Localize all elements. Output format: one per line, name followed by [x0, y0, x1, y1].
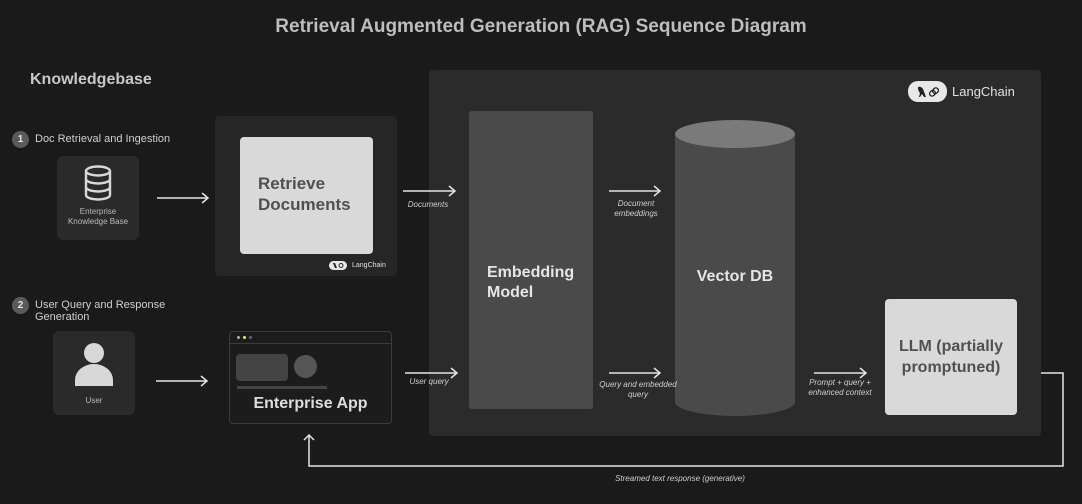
langchain-parrot-link-icon [329, 261, 347, 270]
section-heading: Knowledgebase [30, 71, 152, 88]
vector-db-label: Vector DB [696, 268, 774, 285]
database-icon [84, 165, 112, 201]
knowledge-base-label: Enterprise Knowledge Base [67, 207, 129, 226]
enterprise-app-label: Enterprise App [253, 395, 368, 412]
query-embedded-arrow-label: Query and embedded query [599, 380, 677, 399]
user-label: User [85, 396, 103, 405]
vector-db-node[interactable] [675, 120, 795, 416]
arrow-user-to-app [156, 375, 209, 387]
document-embeddings-arrow-label: Document embeddings [614, 199, 658, 218]
step-label: User Query and Response Generation [35, 299, 166, 323]
arrow-query-embedded [609, 367, 662, 379]
langchain-parrot-link-icon [908, 81, 947, 102]
retrieve-documents-node[interactable]: Retrieve Documents [240, 137, 373, 254]
app-titlebar [230, 332, 391, 344]
documents-arrow-label: Documents [407, 200, 449, 209]
langchain-badge-small: LangChain [329, 261, 386, 270]
diagram-title: Retrieval Augmented Generation (RAG) Seq… [275, 16, 807, 37]
arrow-doc-embeddings [609, 185, 662, 197]
arrow-kb-to-retrieve [157, 192, 210, 204]
arrow-user-query [405, 367, 459, 379]
user-icon [75, 343, 113, 386]
knowledge-base-node[interactable]: Enterprise Knowledge Base [57, 156, 139, 240]
prompt-context-arrow-label: Prompt + query + enhanced context [808, 378, 872, 397]
window-dot [237, 336, 240, 339]
app-line-placeholder [237, 386, 327, 389]
arrow-prompt-context [814, 367, 868, 379]
window-dot [249, 336, 252, 339]
arrow-documents [403, 185, 457, 197]
user-query-arrow-label: User query [409, 377, 449, 386]
arrow-streamed-response [303, 372, 1064, 467]
streamed-response-arrow-label: Streamed text response (generative) [615, 474, 745, 483]
step-number-badge: 2 [12, 297, 29, 314]
enterprise-app-node[interactable]: Enterprise App [229, 331, 392, 424]
user-node[interactable]: User [53, 331, 135, 415]
langchain-badge: LangChain [908, 81, 1015, 102]
step-2: 2 User Query and Response Generation [12, 297, 182, 323]
langchain-label: LangChain [952, 84, 1015, 99]
app-card-placeholder [236, 354, 288, 381]
langchain-label: LangChain [352, 262, 386, 269]
step-label: Doc Retrieval and Ingestion [35, 133, 171, 145]
step-number-badge: 1 [12, 131, 29, 148]
app-avatar-placeholder [294, 355, 317, 378]
window-dot [243, 336, 246, 339]
llm-node[interactable]: LLM (partially promptuned) [885, 299, 1017, 415]
step-1: 1 Doc Retrieval and Ingestion [12, 131, 170, 148]
embedding-model-node[interactable]: Embedding Model [469, 111, 593, 409]
